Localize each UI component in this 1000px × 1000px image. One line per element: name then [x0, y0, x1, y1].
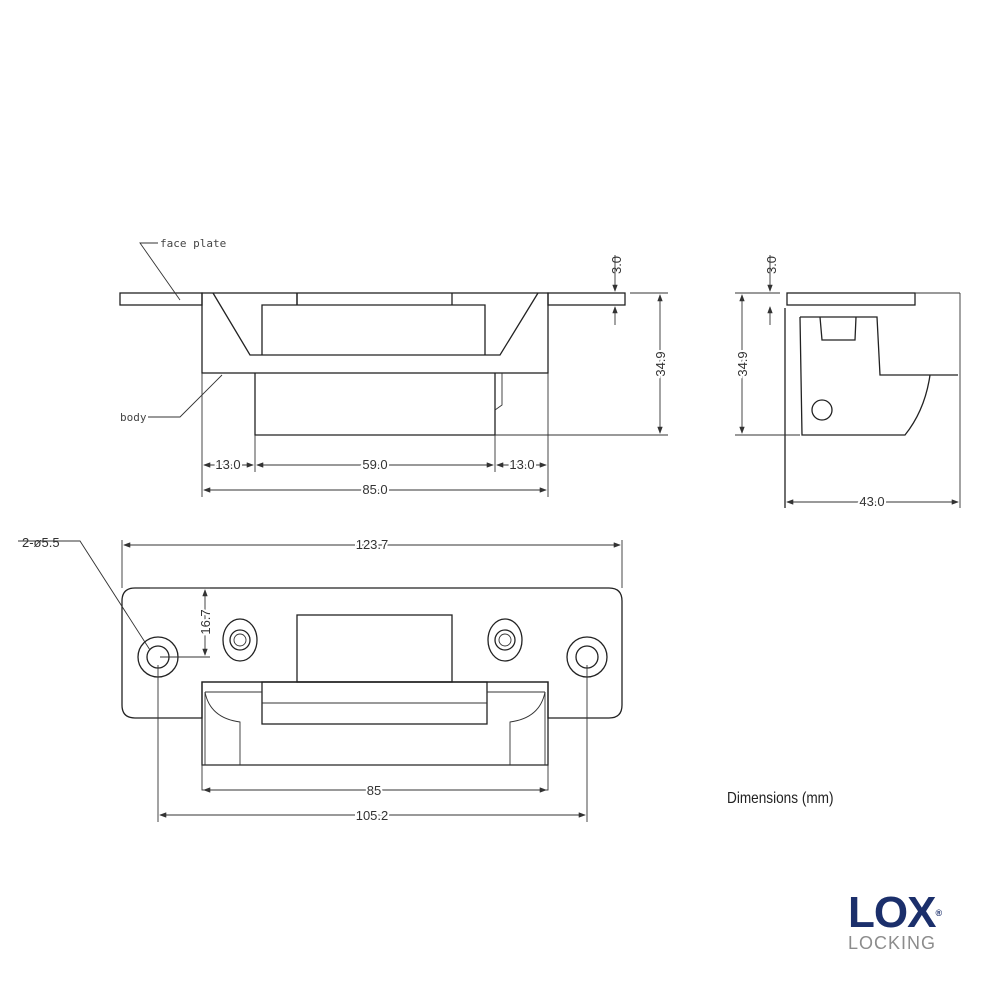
dim-width: 85.0 [362, 482, 387, 497]
face-plate-left-section [119, 292, 203, 306]
dim-hole-spacing: 105.2 [356, 808, 389, 823]
side-view: 34.9 3.0 43.0 [733, 255, 961, 511]
dim-left: 13.0 [215, 457, 240, 472]
body-lower [254, 373, 496, 436]
dim-height: 34.9 [653, 351, 668, 376]
body-label: body [120, 411, 147, 424]
logo-subtitle: LOCKING [848, 933, 937, 953]
lox-locking-logo: LOX® LOCKING [848, 891, 942, 954]
dim-plate-length: 123.7 [356, 537, 389, 552]
dim-plate-thickness: 3.0 [609, 256, 624, 274]
plan-view: 123.7 2-ø5.5 16.7 85 105.2 [18, 535, 623, 825]
body-upper [201, 292, 549, 374]
side-face-plate [786, 292, 916, 306]
logo-registered: ® [935, 908, 942, 918]
dim-middle: 59.0 [362, 457, 387, 472]
side-hole [811, 399, 833, 421]
dimensions-caption: Dimensions (mm) [727, 790, 834, 807]
screw-icon-right [487, 618, 523, 662]
body-leader [148, 374, 223, 418]
front-view: face plate body 13.0 59.0 13.0 85.0 34.9… [119, 237, 670, 499]
face-plate-right-section [547, 292, 626, 306]
dim-right: 13.0 [509, 457, 534, 472]
screw-icon-left [222, 618, 258, 662]
face-plate-leader [139, 242, 181, 301]
keeper-tab [296, 614, 453, 683]
side-dim-height: 34.9 [735, 351, 750, 376]
side-dim-depth: 43.0 [859, 494, 884, 509]
face-plate-label: face plate [160, 237, 226, 250]
side-dim-plate-thickness: 3.0 [764, 256, 779, 274]
dim-body-width: 85 [367, 783, 381, 798]
strike-plate-outline [121, 587, 623, 719]
dim-hole-offset: 16.7 [198, 609, 213, 634]
logo-brand: LOX [848, 888, 936, 937]
hole-callout: 2-ø5.5 [22, 535, 60, 550]
hole-callout-leader [18, 540, 151, 651]
